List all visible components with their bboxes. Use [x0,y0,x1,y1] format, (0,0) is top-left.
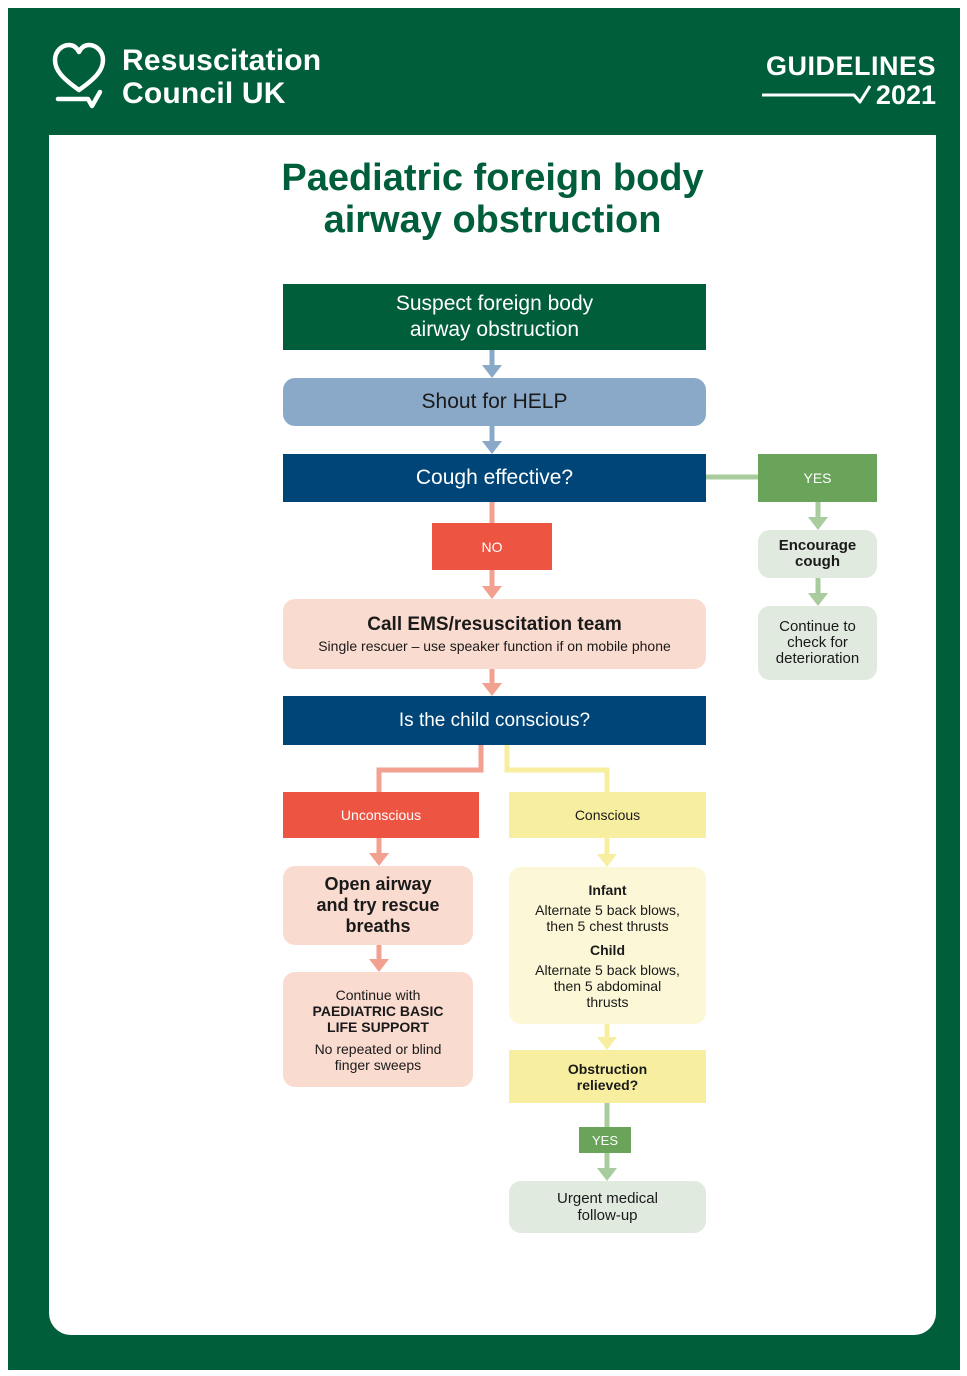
pbls-line-4: No repeated or blind [314,1040,442,1057]
arrowhead [369,959,389,972]
continue-check-line-2: check for [787,634,848,651]
child-line-2: then 5 abdominal [553,977,662,994]
unconscious-box: Unconscious [283,792,479,838]
call-ems-subtitle: Single rescuer – use speaker function if… [318,638,671,654]
arrowhead [808,517,828,530]
connector-question-to-conscious [504,745,610,792]
back-blows-box: Infant Alternate 5 back blows, then 5 ch… [509,867,706,1024]
title-line-1: Paediatric foreign body [281,157,704,199]
infant-line-1: Alternate 5 back blows, [535,901,680,918]
open-airway-line-2: and try rescue [316,895,440,915]
followup-line-2: follow-up [577,1207,638,1224]
arrowhead [482,441,502,454]
conscious-question-label: Is the child conscious? [398,709,591,731]
continue-check-line-3: deterioration [775,650,860,667]
relieved-yes-label: YES [591,1132,618,1148]
heart-speech-bubble-icon [52,42,106,109]
encourage-line-2: cough [795,553,840,570]
cough-effective-box: Cough effective? [283,454,706,502]
cough-no-badge: NO [432,523,552,570]
continue-pbls-box: Continue with PAEDIATRIC BASIC LIFE SUPP… [283,972,473,1087]
brand-name: Resuscitation Council UK [122,44,321,110]
arrowhead [597,854,617,867]
child-heading: Child [590,941,625,958]
guidelines-label: GUIDELINES [765,51,936,81]
urgent-followup-box: Urgent medical follow-up [509,1181,706,1233]
relieved-line-1: Obstruction [567,1060,648,1077]
suspect-line-2: airway obstruction [409,318,580,341]
relieved-yes-badge: YES [579,1127,631,1153]
arrowhead [482,365,502,378]
cough-effective-label: Cough effective? [415,466,574,489]
infant-heading: Infant [588,881,627,898]
pbls-line-1: Continue with [335,986,421,1003]
suspect-line-1: Suspect foreign body [395,292,594,315]
encourage-line-1: Encourage [778,537,857,554]
pbls-line-5: finger sweeps [334,1056,422,1073]
unconscious-label: Unconscious [340,807,422,823]
shout-label: Shout for HELP [421,390,568,413]
arrowhead [369,853,389,866]
cough-yes-badge: YES [758,454,877,502]
child-line-1: Alternate 5 back blows, [535,961,680,978]
infant-line-2: then 5 chest thrusts [546,917,669,934]
conscious-question-box: Is the child conscious? [283,696,706,745]
call-ems-box: Call EMS/resuscitation team Single rescu… [283,599,706,669]
continue-check-box: Continue to check for deterioration [758,606,877,680]
obstruction-relieved-box: Obstruction relieved? [509,1050,706,1103]
connector-question-to-unconscious [376,745,484,792]
cough-no-label: NO [481,538,503,555]
continue-check-line-1: Continue to [779,618,856,635]
guidelines-year: 2021 [875,80,936,110]
call-ems-title: Call EMS/resuscitation team [367,614,622,635]
arrowhead [597,1037,617,1050]
arrowhead [482,586,502,599]
arrowhead [808,593,828,606]
pbls-line-3: LIFE SUPPORT [327,1018,429,1035]
encourage-cough-box: Encourage cough [758,530,877,578]
open-airway-box: Open airway and try rescue breaths [283,866,473,945]
pbls-line-2: PAEDIATRIC BASIC [312,1002,444,1019]
arrowhead [482,683,502,696]
open-airway-line-3: breaths [345,916,411,936]
relieved-line-2: relieved? [576,1076,639,1093]
brand-line-2: Council UK [122,77,286,110]
guidelines-badge: GUIDELINES 2021 [765,51,936,110]
conscious-box: Conscious [509,792,706,838]
guidelines-tick-line-icon [762,85,872,104]
brand-line-1: Resuscitation [122,44,322,77]
child-line-3: thrusts [586,993,629,1010]
title-line-2: airway obstruction [323,199,662,241]
arrowhead [597,1168,617,1181]
followup-line-1: Urgent medical [557,1190,658,1207]
page-title: Paediatric foreign body airway obstructi… [49,157,936,241]
conscious-label: Conscious [574,807,641,823]
shout-for-help-box: Shout for HELP [283,378,706,426]
suspect-obstruction-box: Suspect foreign body airway obstruction [283,284,706,350]
open-airway-line-1: Open airway [324,874,432,894]
cough-yes-label: YES [803,470,832,486]
